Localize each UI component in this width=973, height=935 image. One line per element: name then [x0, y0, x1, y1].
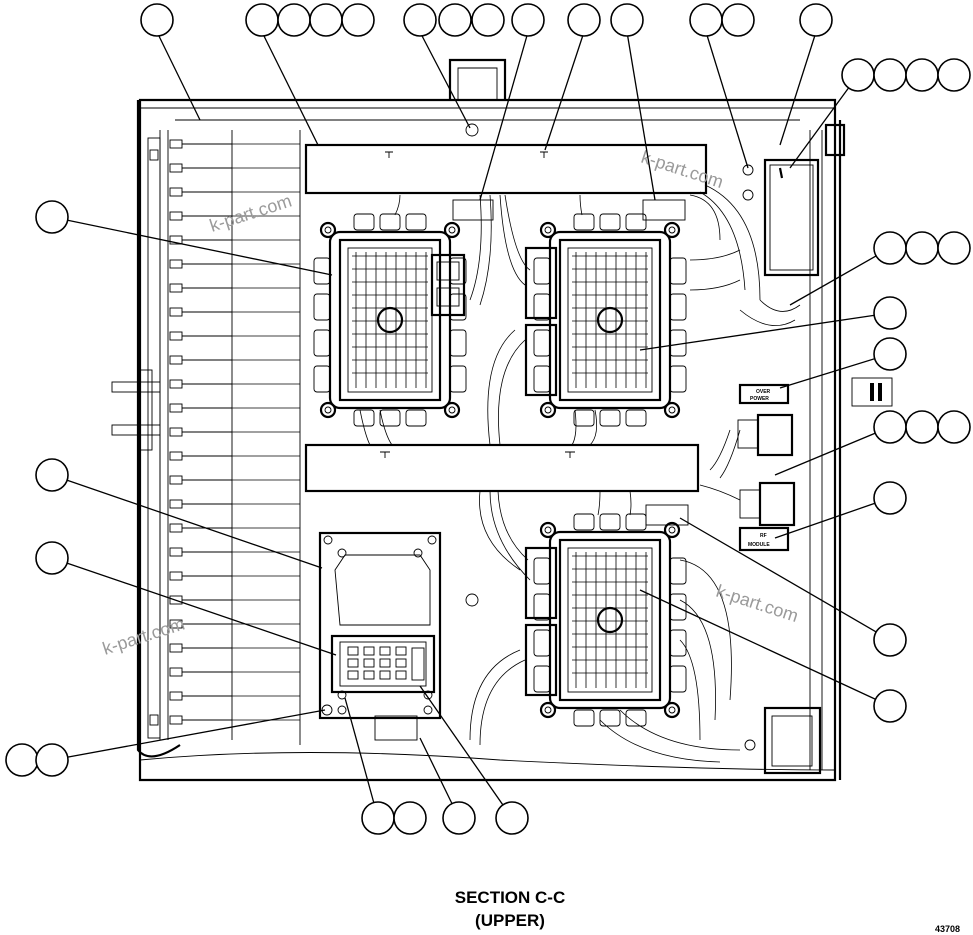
- relay-socket-plate: [318, 531, 442, 720]
- callout-balloon: [937, 58, 971, 92]
- callout-balloon: [873, 296, 907, 330]
- callout-balloon: [5, 743, 39, 777]
- callout-balloon: [442, 801, 476, 835]
- section-subtitle: (UPPER): [475, 911, 545, 930]
- callout-balloon: [471, 3, 505, 37]
- right-relay-lower: [739, 481, 796, 527]
- callout-balloon: [841, 58, 875, 92]
- callout-balloon: [873, 623, 907, 657]
- watermark-4: k-part.com: [714, 581, 801, 626]
- connector-module-upper-left: [313, 213, 467, 427]
- over-power-plate: OVER POWER: [738, 383, 790, 405]
- watermark-1: k-part.com: [207, 191, 294, 236]
- callout-balloon: [721, 3, 755, 37]
- relay-socket-pins: [347, 646, 425, 681]
- connector-module-lower-right: [533, 513, 687, 727]
- figure-number: 43708: [935, 924, 961, 934]
- callout-balloon: [937, 410, 971, 444]
- callout-balloon: [341, 3, 375, 37]
- callout-balloon: [277, 3, 311, 37]
- connector-module-upper-right: [533, 213, 687, 427]
- callout-balloon: [309, 3, 343, 37]
- callout-balloon: [873, 337, 907, 371]
- plate-label-rf: RF: [760, 533, 767, 539]
- callout-balloon: [689, 3, 723, 37]
- enclosure-housing: [136, 98, 842, 782]
- callout-balloon: [495, 801, 529, 835]
- plate-label-power: POWER: [750, 396, 769, 402]
- callout-balloon: [905, 410, 939, 444]
- upper-wire-duct: [304, 143, 708, 195]
- callout-balloon: [799, 3, 833, 37]
- callout-balloon: [511, 3, 545, 37]
- callout-balloon: [35, 458, 69, 492]
- lower-wire-duct: [304, 443, 700, 493]
- side-connector-a: [430, 253, 466, 317]
- callout-balloon: [35, 743, 69, 777]
- right-relay-upper: [737, 413, 794, 457]
- wire-harness: [359, 184, 801, 763]
- plate-label-over: OVER: [756, 389, 771, 395]
- left-terminal-rail: [147, 137, 300, 739]
- callout-balloon: [361, 801, 395, 835]
- callout-balloon: [873, 410, 907, 444]
- striped-label: [851, 377, 893, 407]
- top-right-tab: [824, 123, 846, 157]
- callout-balloon: [438, 3, 472, 37]
- rf-module-plate: RF MODULE: [738, 526, 790, 552]
- leader-lines: [51, 31, 891, 819]
- callout-balloon: [905, 231, 939, 265]
- callout-balloon: [567, 3, 601, 37]
- callout-balloon: [873, 58, 907, 92]
- callout-balloon: [403, 3, 437, 37]
- duct-labels: [374, 199, 689, 741]
- mounting-studs: [321, 123, 754, 716]
- side-connector-b: [524, 246, 558, 697]
- callout-balloon: [35, 200, 69, 234]
- callout-balloon: [35, 541, 69, 575]
- callout-balloon: [873, 231, 907, 265]
- callout-balloon: [905, 58, 939, 92]
- callout-balloon: [393, 801, 427, 835]
- callout-balloon: [610, 3, 644, 37]
- top-latch-bracket: [448, 58, 507, 100]
- callout-balloon: [937, 231, 971, 265]
- callout-balloon: [140, 3, 174, 37]
- bottom-right-block: [744, 706, 822, 775]
- plate-label-module: MODULE: [748, 542, 770, 548]
- callouts: [5, 3, 971, 835]
- door-handle: [111, 369, 161, 451]
- callout-balloon: [873, 689, 907, 723]
- section-title: SECTION C-C: [454, 888, 566, 907]
- watermark-2: k-part.com: [639, 147, 726, 192]
- callout-balloon: [873, 481, 907, 515]
- callout-balloon: [245, 3, 279, 37]
